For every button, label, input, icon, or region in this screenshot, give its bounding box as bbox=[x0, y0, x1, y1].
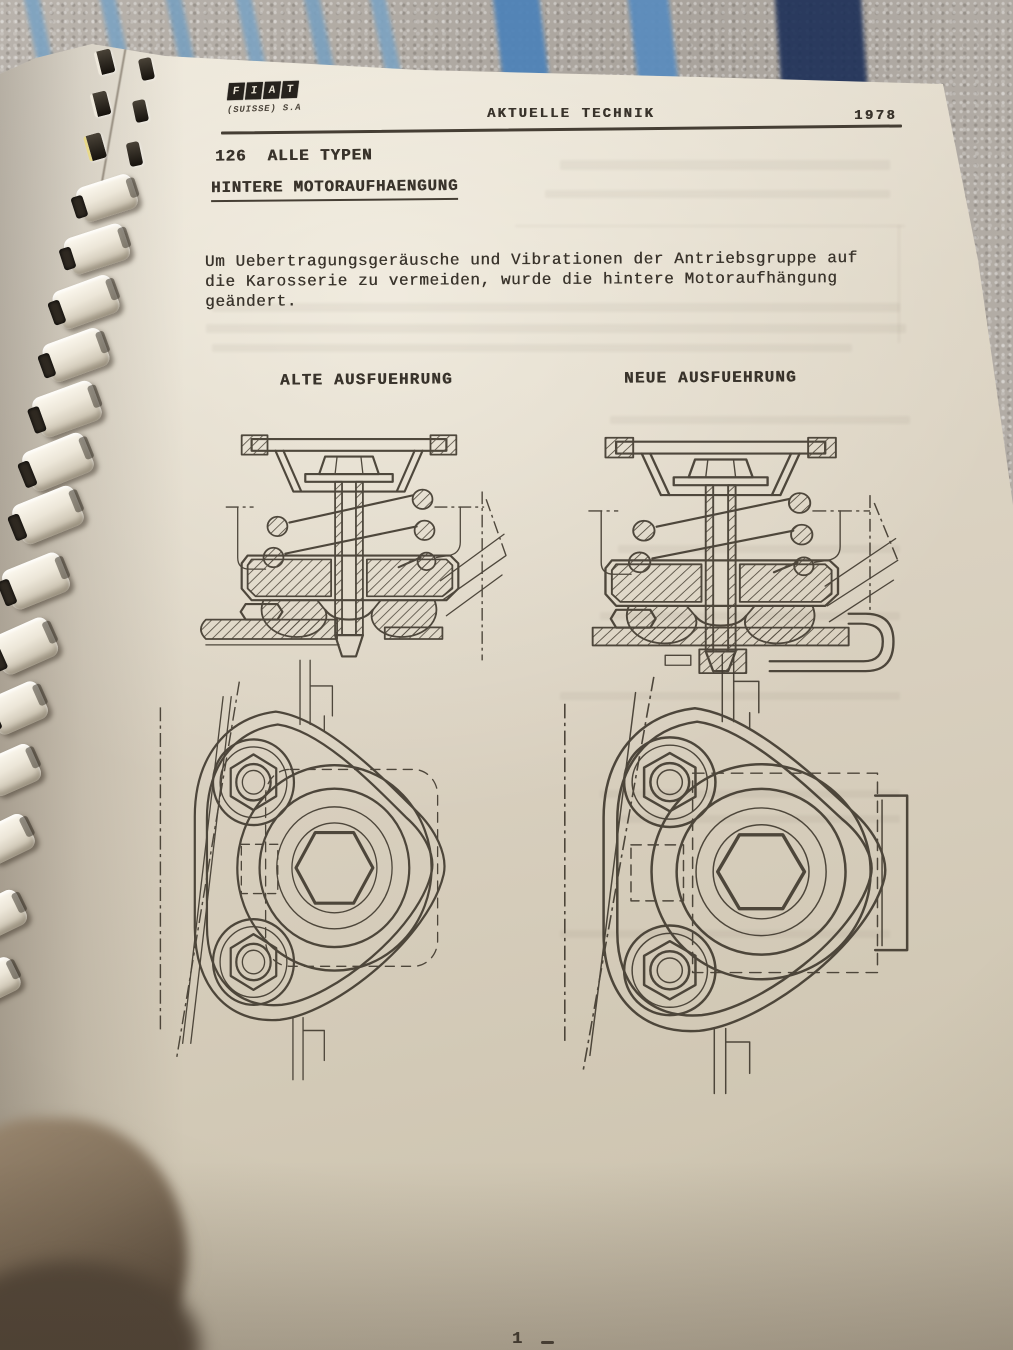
brand-subtitle: (SUISSE) S.A bbox=[226, 102, 302, 116]
paragraph-line: geändert. bbox=[205, 292, 298, 311]
bleed-through bbox=[515, 225, 905, 227]
new-version-top-view-drawing bbox=[564, 653, 909, 1095]
leader-lines bbox=[439, 491, 507, 661]
header-year: 1978 bbox=[854, 108, 898, 124]
figure-label-new: NEUE AUSFUEHRUNG bbox=[623, 368, 797, 388]
flange-outline bbox=[193, 710, 446, 1022]
fiat-logo-letter: T bbox=[280, 80, 300, 99]
coil-spring bbox=[627, 492, 815, 577]
bleed-through bbox=[560, 930, 890, 938]
hex-nut-bottom bbox=[211, 918, 296, 1006]
bottom-bracket bbox=[200, 603, 444, 646]
bleed-through bbox=[618, 545, 900, 553]
bracket-edges bbox=[713, 653, 760, 1095]
center-stud bbox=[333, 480, 365, 658]
centerlines bbox=[159, 681, 241, 1059]
bleed-through bbox=[206, 324, 906, 333]
fiat-logo: F I A T bbox=[226, 80, 300, 101]
bracket-edges bbox=[292, 659, 334, 1081]
hex-nut-bottom bbox=[622, 924, 717, 1017]
page-title: AKTUELLE TECHNIK bbox=[487, 106, 656, 122]
fiat-logo-letter: A bbox=[262, 81, 282, 100]
fiat-logo-letter: I bbox=[244, 81, 264, 100]
bleed-through bbox=[212, 344, 852, 352]
bleed-through bbox=[610, 416, 910, 424]
top-cup bbox=[604, 436, 837, 497]
fiat-logo-letter: F bbox=[226, 82, 246, 101]
bleed-through bbox=[560, 692, 900, 700]
bleed-through bbox=[545, 190, 890, 198]
hidden-lines bbox=[240, 768, 439, 967]
centerlines bbox=[564, 676, 655, 1072]
section-heading: HINTERE MOTORAUFHAENGUNG bbox=[210, 176, 459, 203]
central-boss bbox=[650, 763, 872, 981]
header-rule bbox=[221, 124, 902, 135]
old-version-cross-section-drawing bbox=[200, 434, 507, 661]
hex-nut-top bbox=[622, 736, 717, 829]
coil-spring bbox=[262, 488, 437, 571]
bleed-through bbox=[212, 303, 900, 312]
page-number-partial-glyph bbox=[541, 1341, 554, 1345]
model-line: 126 ALLE TYPEN bbox=[214, 146, 373, 166]
hidden-lines-and-side-bracket bbox=[630, 772, 909, 974]
body-paragraph: Um Uebertragungsgeräusche und Vibratione… bbox=[205, 248, 858, 312]
bleed-through bbox=[620, 815, 900, 823]
old-version-top-view-drawing bbox=[159, 659, 446, 1081]
leader-lines bbox=[824, 495, 899, 623]
bleed-through bbox=[898, 225, 900, 343]
bleed-through bbox=[600, 790, 900, 798]
bolt-and-washer bbox=[304, 455, 394, 483]
central-boss bbox=[236, 763, 433, 972]
bleed-through bbox=[560, 160, 890, 170]
page-number: 1 bbox=[512, 1330, 524, 1349]
figure-label-old: ALTE AUSFUEHRUNG bbox=[279, 370, 453, 390]
bolt-and-washer bbox=[672, 458, 769, 487]
new-version-cross-section-drawing bbox=[588, 436, 899, 675]
top-cup bbox=[240, 434, 458, 493]
paragraph-line: die Karosserie zu vermeiden, wurde die h… bbox=[204, 269, 838, 291]
flange-outline bbox=[602, 707, 887, 1033]
